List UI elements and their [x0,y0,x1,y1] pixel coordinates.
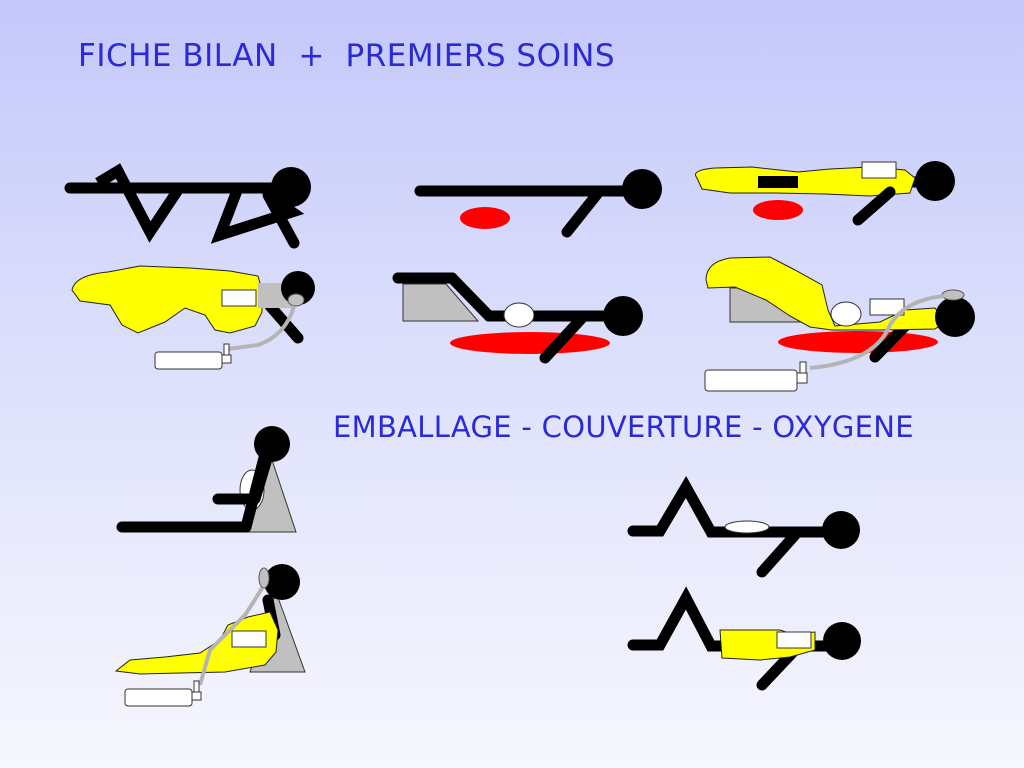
oxygen-bottle [154,351,223,370]
oxygen-mask [941,289,965,301]
slide-title: FICHE BILAN + PREMIERS SOINS [78,38,616,74]
clothing-pad [724,520,770,534]
bleeding-victim-with-blanket-figure [695,161,955,226]
record-card [869,298,905,316]
half-seated-blanket-oxygen-figure [114,564,306,707]
oxygen-mask [258,567,270,589]
clothing-pad [830,301,862,327]
record-card [861,161,897,179]
oxygen-bottle [124,688,193,707]
blanket-oxygen-victim-figure [71,265,315,370]
record-card [231,630,267,648]
bleeding-victim-figure [414,169,662,238]
oxygen-tube [227,305,296,351]
bleeding-marker [460,207,510,229]
oxygen-tube [198,586,264,686]
clothing-pad [503,302,535,328]
oxygen-bottle [704,369,798,392]
oxygen-tube [809,294,945,370]
bent-knees-blanket-figure [627,586,861,691]
recovery-position-figure [64,163,311,249]
leg-support [402,283,480,322]
record-card [776,631,812,649]
elevated-legs-blanket-oxygen-figure [704,256,975,392]
bleeding-marker [753,200,803,220]
record-card [221,289,257,307]
bleeding-marker [778,331,938,353]
half-seated-figure [116,426,297,533]
slide-subtitle: EMBALLAGE - COUVERTURE - OXYGENE [333,410,914,444]
elevated-legs-bleeding-figure [392,272,643,364]
bent-knees-figure [627,475,860,578]
oxygen-mask [287,293,305,307]
bleeding-marker [450,332,610,354]
